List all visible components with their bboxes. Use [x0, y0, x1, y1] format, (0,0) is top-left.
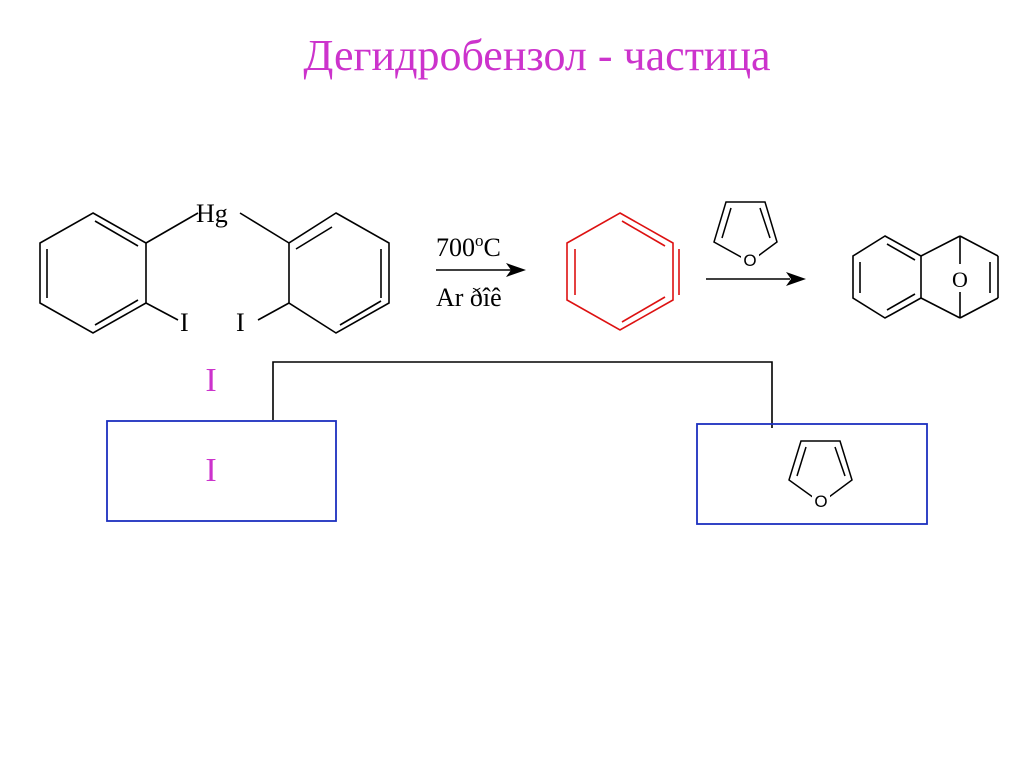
furan-reagent: [713, 201, 778, 263]
product-ring-double-bond-3: [886, 293, 916, 311]
arrow-1-head: [506, 263, 526, 277]
benzyne-double-bond-3: [621, 296, 666, 323]
product-ring-double-bond-2: [886, 243, 916, 261]
furan-reagent-ring: [713, 201, 778, 263]
left-c-hg-bond: [145, 212, 199, 244]
product-molecule: [852, 235, 999, 319]
product-bridgehead-top: [920, 235, 961, 257]
left-c-i-bond: [145, 302, 179, 321]
connector-line: [272, 361, 773, 428]
right-c-hg-bond: [239, 212, 290, 244]
right-box-furan-double-bond-2: [834, 446, 846, 477]
slide-title: Дегидробензол - частица: [303, 31, 771, 80]
product-ring-right-top: [959, 235, 999, 257]
right-answer-box: [696, 423, 928, 525]
left-ring-double-bond-2: [94, 220, 139, 247]
product-ring-right-bottom: [959, 297, 999, 319]
right-benzene-ring: [288, 212, 390, 334]
reaction-arrow-1: [436, 263, 526, 277]
right-box-furan-ring: [788, 440, 853, 504]
right-box-furan-double-bond-1: [796, 446, 807, 477]
roman-label-top: I: [205, 362, 216, 399]
right-ring-double-bond-3: [339, 300, 382, 326]
reactant-molecule: [39, 212, 390, 334]
left-answer-box: [106, 420, 337, 522]
left-iodine-label: I: [180, 308, 189, 337]
right-box-furan: [788, 440, 853, 504]
benzyne-molecule: [566, 212, 680, 331]
atmosphere-condition: Ar ðîê: [436, 283, 502, 312]
benzyne-ring: [566, 212, 674, 331]
temperature-condition: 700oC: [436, 231, 501, 262]
left-benzene-ring: [39, 212, 147, 334]
reaction-arrow-2: [706, 272, 806, 286]
arrow-2-head: [786, 272, 806, 286]
furan-reagent-double-bond-1: [721, 207, 732, 239]
benzyne-double-bond-2: [621, 220, 666, 247]
left-ring-double-bond-3: [94, 299, 139, 326]
furan-reagent-oxygen-label: O: [743, 251, 756, 270]
right-c-i-bond: [257, 302, 290, 321]
right-ring-double-bond-2: [295, 226, 333, 250]
product-bridgehead-bottom: [920, 297, 961, 319]
mercury-atom-label: Hg: [196, 199, 228, 228]
product-oxygen-label: O: [952, 267, 968, 292]
furan-reagent-double-bond-2: [759, 207, 771, 239]
right-iodine-label: I: [236, 308, 245, 337]
right-box-furan-oxygen-label: O: [814, 492, 827, 511]
product-benzene-ring: [852, 235, 922, 319]
left-box-label: I: [205, 452, 216, 489]
